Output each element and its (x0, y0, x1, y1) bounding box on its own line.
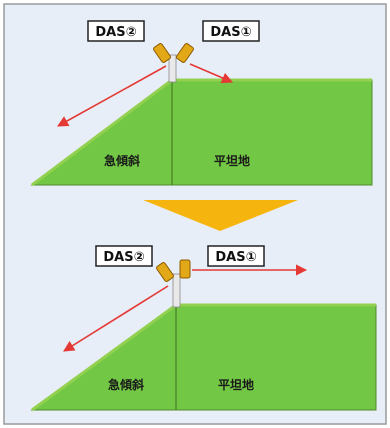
top-sensor-pole (168, 54, 177, 83)
bottom-flat-label: 平坦地 (218, 377, 254, 392)
bottom-das1-label: DAS① (215, 250, 256, 265)
top-diagram: DAS② DAS① 急傾斜 平坦地 (30, 20, 373, 187)
top-das2-label-box: DAS② (87, 20, 145, 42)
bottom-das2-beam (63, 285, 169, 352)
bottom-das2-sensor (156, 262, 174, 282)
bottom-sensor-pole (172, 273, 181, 308)
bottom-slope-label: 急傾斜 (108, 377, 144, 392)
bottom-diagram: DAS② DAS① 急傾斜 平坦地 (30, 245, 377, 412)
bottom-das1-sensor (179, 259, 191, 279)
top-das2-beam (57, 65, 167, 127)
bottom-das2-label-box: DAS② (95, 245, 153, 267)
top-das2-label: DAS② (95, 25, 136, 40)
top-das1-label-box: DAS① (202, 20, 260, 42)
top-das2-sensor (153, 43, 171, 63)
transition-down-arrow (143, 200, 298, 231)
top-das1-label: DAS① (210, 25, 251, 40)
top-das1-sensor (176, 43, 194, 63)
bottom-das1-label-box: DAS① (207, 245, 265, 267)
top-slope-label: 急傾斜 (104, 153, 140, 168)
bottom-das2-label: DAS② (103, 250, 144, 265)
top-flat-label: 平坦地 (214, 153, 250, 168)
top-das1-beam (189, 63, 234, 84)
